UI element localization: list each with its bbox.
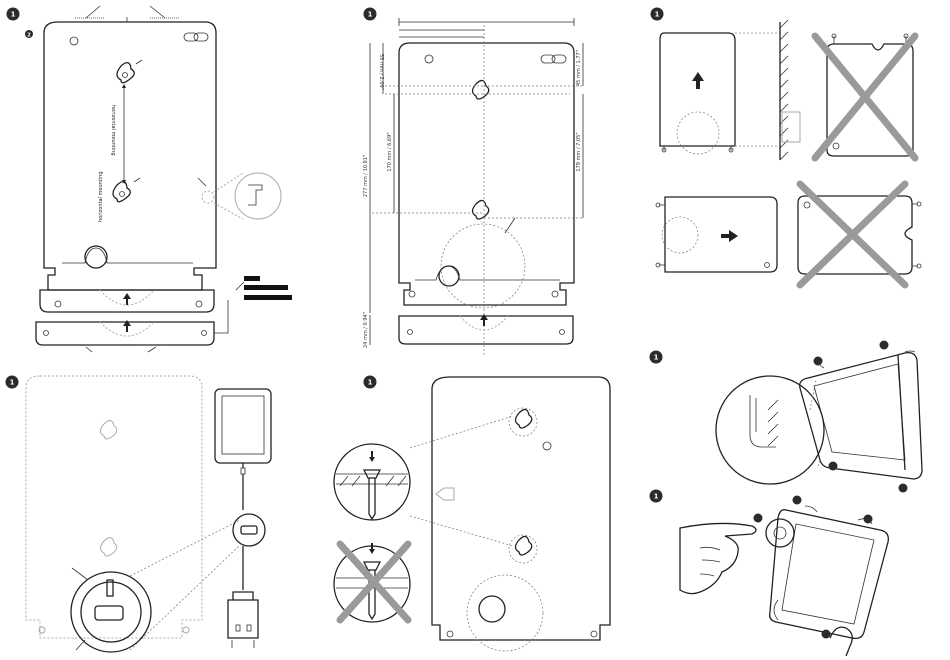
svg-text:1: 1 xyxy=(655,11,660,19)
panel-7-secure-tablet: 1 xyxy=(650,490,889,657)
svg-text:1: 1 xyxy=(11,11,16,19)
svg-text:2: 2 xyxy=(27,32,31,38)
cable-connector-ring xyxy=(233,514,265,546)
cross-mark-1 xyxy=(815,36,915,158)
cable-hole-detail xyxy=(71,572,151,652)
svg-text:1: 1 xyxy=(368,379,373,387)
panel-6-insert-tablet: 1 xyxy=(650,341,923,493)
cross-mark-3 xyxy=(340,544,408,620)
svg-text:1: 1 xyxy=(10,379,15,387)
dimension-plate-outline xyxy=(399,43,574,305)
lock-knob xyxy=(766,519,794,547)
horizontal-mounting-label-1: horizontal mounting xyxy=(110,105,116,156)
hand xyxy=(680,523,756,593)
dim-24mm: 24 mm / 0.94" xyxy=(363,312,369,348)
right-arrow xyxy=(721,230,738,242)
black-bar-3 xyxy=(244,295,292,300)
panel-2-dimensions: 1 55 mm / 2.09" 170 mm / 6.69" 277 mm / … xyxy=(363,8,584,356)
dim-277mm: 277 mm / 10.91" xyxy=(363,155,369,197)
correct-vertical-plate xyxy=(660,33,735,146)
cable-hole xyxy=(85,246,107,268)
dim-55mm: 55 mm / 2.09" xyxy=(378,54,384,90)
edge-detail-circle xyxy=(716,376,824,484)
screw-plate-outline xyxy=(432,377,610,640)
ghost-plate xyxy=(26,376,202,638)
panel-5-screw-installation: 1 xyxy=(334,376,610,652)
dim-170mm: 170 mm / 6.69" xyxy=(387,132,393,171)
panel-1-substep-badge: 2 xyxy=(25,30,33,38)
panel-4-step-badge: 1 xyxy=(6,376,19,389)
cross-mark-2 xyxy=(800,184,905,285)
panel-3-orientation: 1 xyxy=(651,8,922,286)
svg-text:1: 1 xyxy=(654,493,659,501)
panel-7-step-badge: 1 xyxy=(650,490,663,503)
panel-6-step-badge: 1 xyxy=(650,351,663,364)
panel-4-cable-routing: 1 xyxy=(6,376,272,653)
back-plate-outline xyxy=(44,22,216,290)
panel-1-back-plate-assembly: 1 2 horizontal mounting horizontal mount… xyxy=(7,6,293,352)
horizontal-mounting-label-2: horizontal mounting xyxy=(98,172,104,223)
power-adapter xyxy=(228,592,258,638)
svg-text:1: 1 xyxy=(654,354,659,362)
panel-1-step-badge: 1 xyxy=(7,8,20,21)
tablet-device xyxy=(215,389,271,463)
panel-2-step-badge: 1 xyxy=(364,8,377,21)
panel-3-step-badge: 1 xyxy=(651,8,664,21)
dim-45mm: 45 mm / 1.77" xyxy=(576,50,582,86)
panel-5-step-badge: 1 xyxy=(364,376,377,389)
svg-text:1: 1 xyxy=(368,11,373,19)
up-arrow xyxy=(692,72,704,89)
dim-179mm: 179 mm / 7.05" xyxy=(576,132,582,171)
detail-zoom-circle xyxy=(235,173,281,219)
black-bar-1 xyxy=(244,276,260,281)
black-bar-2 xyxy=(244,285,288,290)
